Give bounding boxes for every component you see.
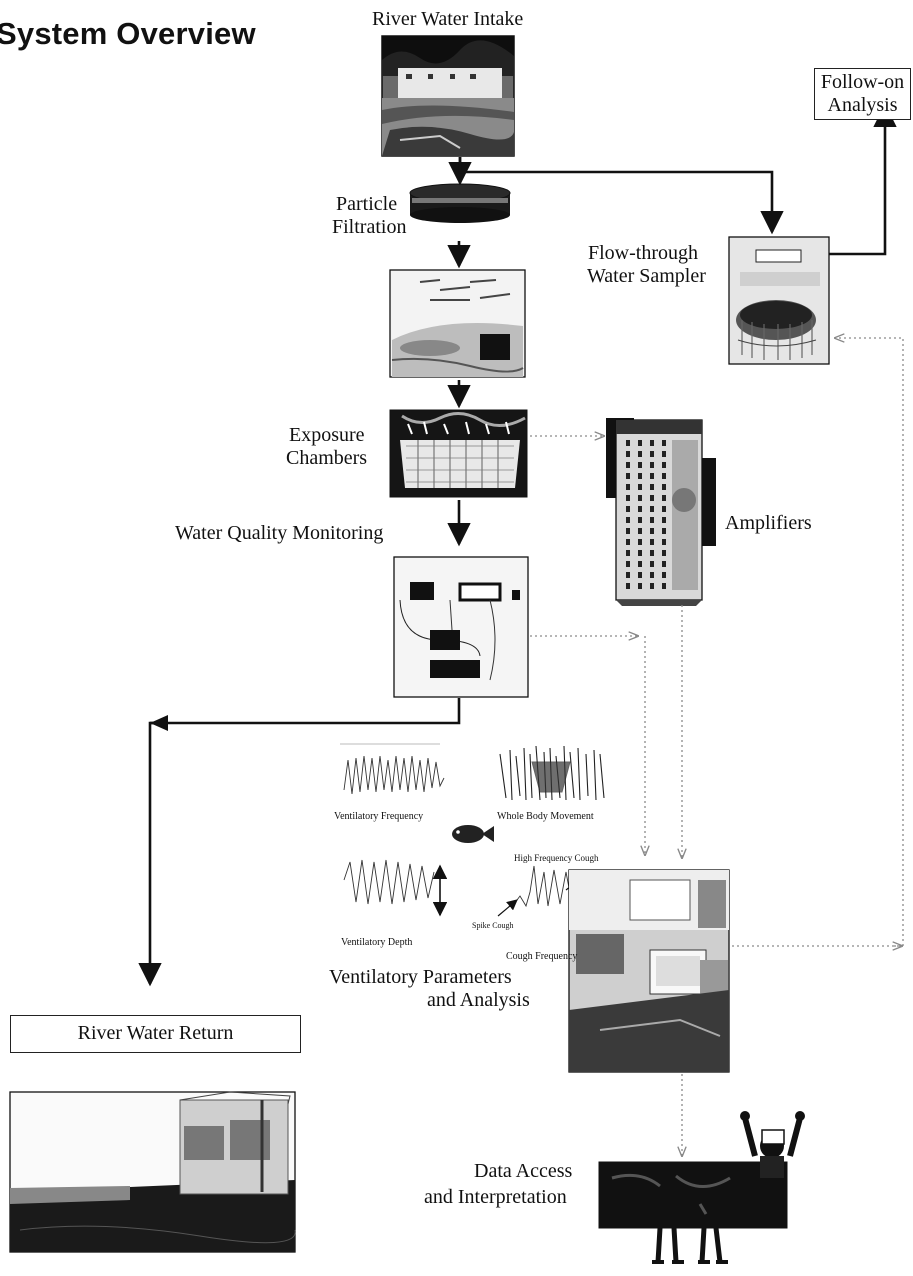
vent-analysis-label-line1: Ventilatory Parameters (329, 966, 512, 988)
data-access-label-line2: and Interpretation (424, 1186, 567, 1208)
sampler-label-line2: Water Sampler (587, 265, 706, 287)
exposure-chambers-photo (389, 409, 528, 498)
vent-depth-label: Ventilatory Depth (341, 937, 413, 948)
vent-frequency-label: Ventilatory Frequency (334, 811, 424, 822)
followon-analysis-box: Follow-on Analysis (814, 68, 911, 120)
page-title: System Overview (0, 16, 256, 51)
exposure-label-line1: Exposure (289, 424, 365, 446)
ventilatory-depth-waveform (343, 859, 435, 905)
whole-body-movement-waveform (499, 745, 605, 801)
fish-icon (452, 825, 494, 843)
computer-lab-photo (568, 869, 730, 1073)
cough-frequency-label: Cough Frequency (506, 951, 578, 962)
flow-arrows (138, 103, 897, 987)
filtration-label-line2: Filtration (332, 216, 407, 238)
high-freq-cough-label: High Frequency Cough (514, 853, 599, 863)
followon-label-line2: Analysis (827, 94, 898, 116)
vent-analysis-label-line2: and Analysis (427, 989, 530, 1011)
spike-cough-label: Spike Cough (472, 921, 514, 930)
water-sampler-photo (728, 236, 830, 365)
river-return-box: River Water Return (10, 1015, 301, 1053)
data-access-label-line1: Data Access (474, 1160, 573, 1182)
sampler-label-line1: Flow-through (588, 242, 698, 264)
intake-label: River Water Intake (372, 8, 524, 30)
dotted-arrows (530, 338, 904, 1156)
water-quality-photo (393, 556, 529, 698)
ventilatory-frequency-waveform (340, 743, 445, 795)
filter-disc-icon (409, 183, 511, 223)
amplifiers-label: Amplifiers (725, 512, 812, 534)
data-presenter-icon (598, 1111, 805, 1264)
amplifiers-photo (606, 418, 716, 606)
filtration-label-line1: Particle (336, 193, 398, 215)
river-return-label: River Water Return (77, 1022, 234, 1044)
river-intake-photo (381, 35, 515, 157)
whole-body-label: Whole Body Movement (497, 811, 594, 822)
river-return-photo (9, 1091, 296, 1253)
filtration-photo (389, 269, 526, 378)
followon-label-line1: Follow-on (820, 71, 905, 93)
water-quality-label: Water Quality Monitoring (175, 522, 384, 544)
exposure-label-line2: Chambers (286, 447, 368, 469)
